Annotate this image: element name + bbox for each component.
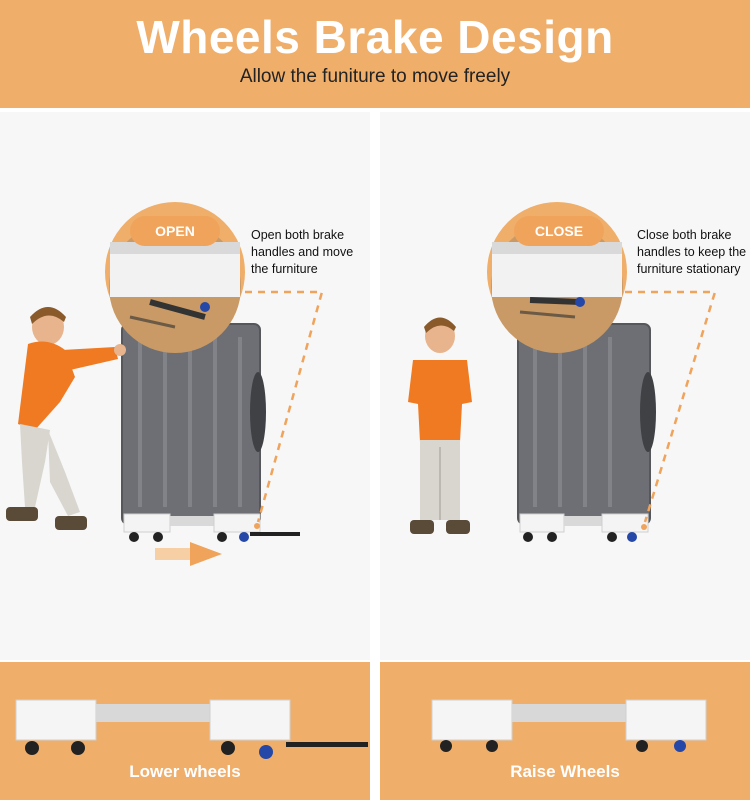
child-pushing xyxy=(6,307,126,530)
header-banner: Wheels Brake Design Allow the funiture t… xyxy=(0,0,750,108)
washing-machine xyxy=(121,323,266,525)
close-scene-illustration xyxy=(408,202,717,542)
lower-wheels-panel: Lower wheels xyxy=(0,662,370,800)
page-title: Wheels Brake Design xyxy=(136,11,614,63)
child-standing xyxy=(408,317,472,534)
close-instruction-text: Close both brake handles to keep the fur… xyxy=(637,228,747,276)
callout-pointer-line xyxy=(245,290,324,523)
raise-wheels-label: Raise Wheels xyxy=(510,762,620,781)
open-scene-illustration xyxy=(6,202,324,566)
open-scene-panel: OPEN Open both brake handles and move th… xyxy=(0,112,370,660)
lower-wheels-illustration xyxy=(15,699,368,759)
push-arrow xyxy=(155,542,222,566)
close-badge: CLOSE xyxy=(514,216,604,246)
furniture-base xyxy=(519,513,649,542)
page-subtitle: Allow the funiture to move freely xyxy=(239,66,511,87)
open-badge: OPEN xyxy=(130,216,220,246)
raise-wheels-illustration xyxy=(431,699,707,752)
raise-wheels-panel: Raise Wheels xyxy=(380,662,750,800)
washing-machine xyxy=(517,323,656,525)
open-instruction-text: Open both brake handles and move the fur… xyxy=(251,228,354,276)
panel-divider xyxy=(372,108,378,800)
close-scene-panel: CLOSE Close both brake handles to keep t… xyxy=(380,112,750,660)
furniture-base xyxy=(123,513,300,542)
callout-pointer-line xyxy=(625,290,717,523)
lower-wheels-label: Lower wheels xyxy=(129,762,241,781)
